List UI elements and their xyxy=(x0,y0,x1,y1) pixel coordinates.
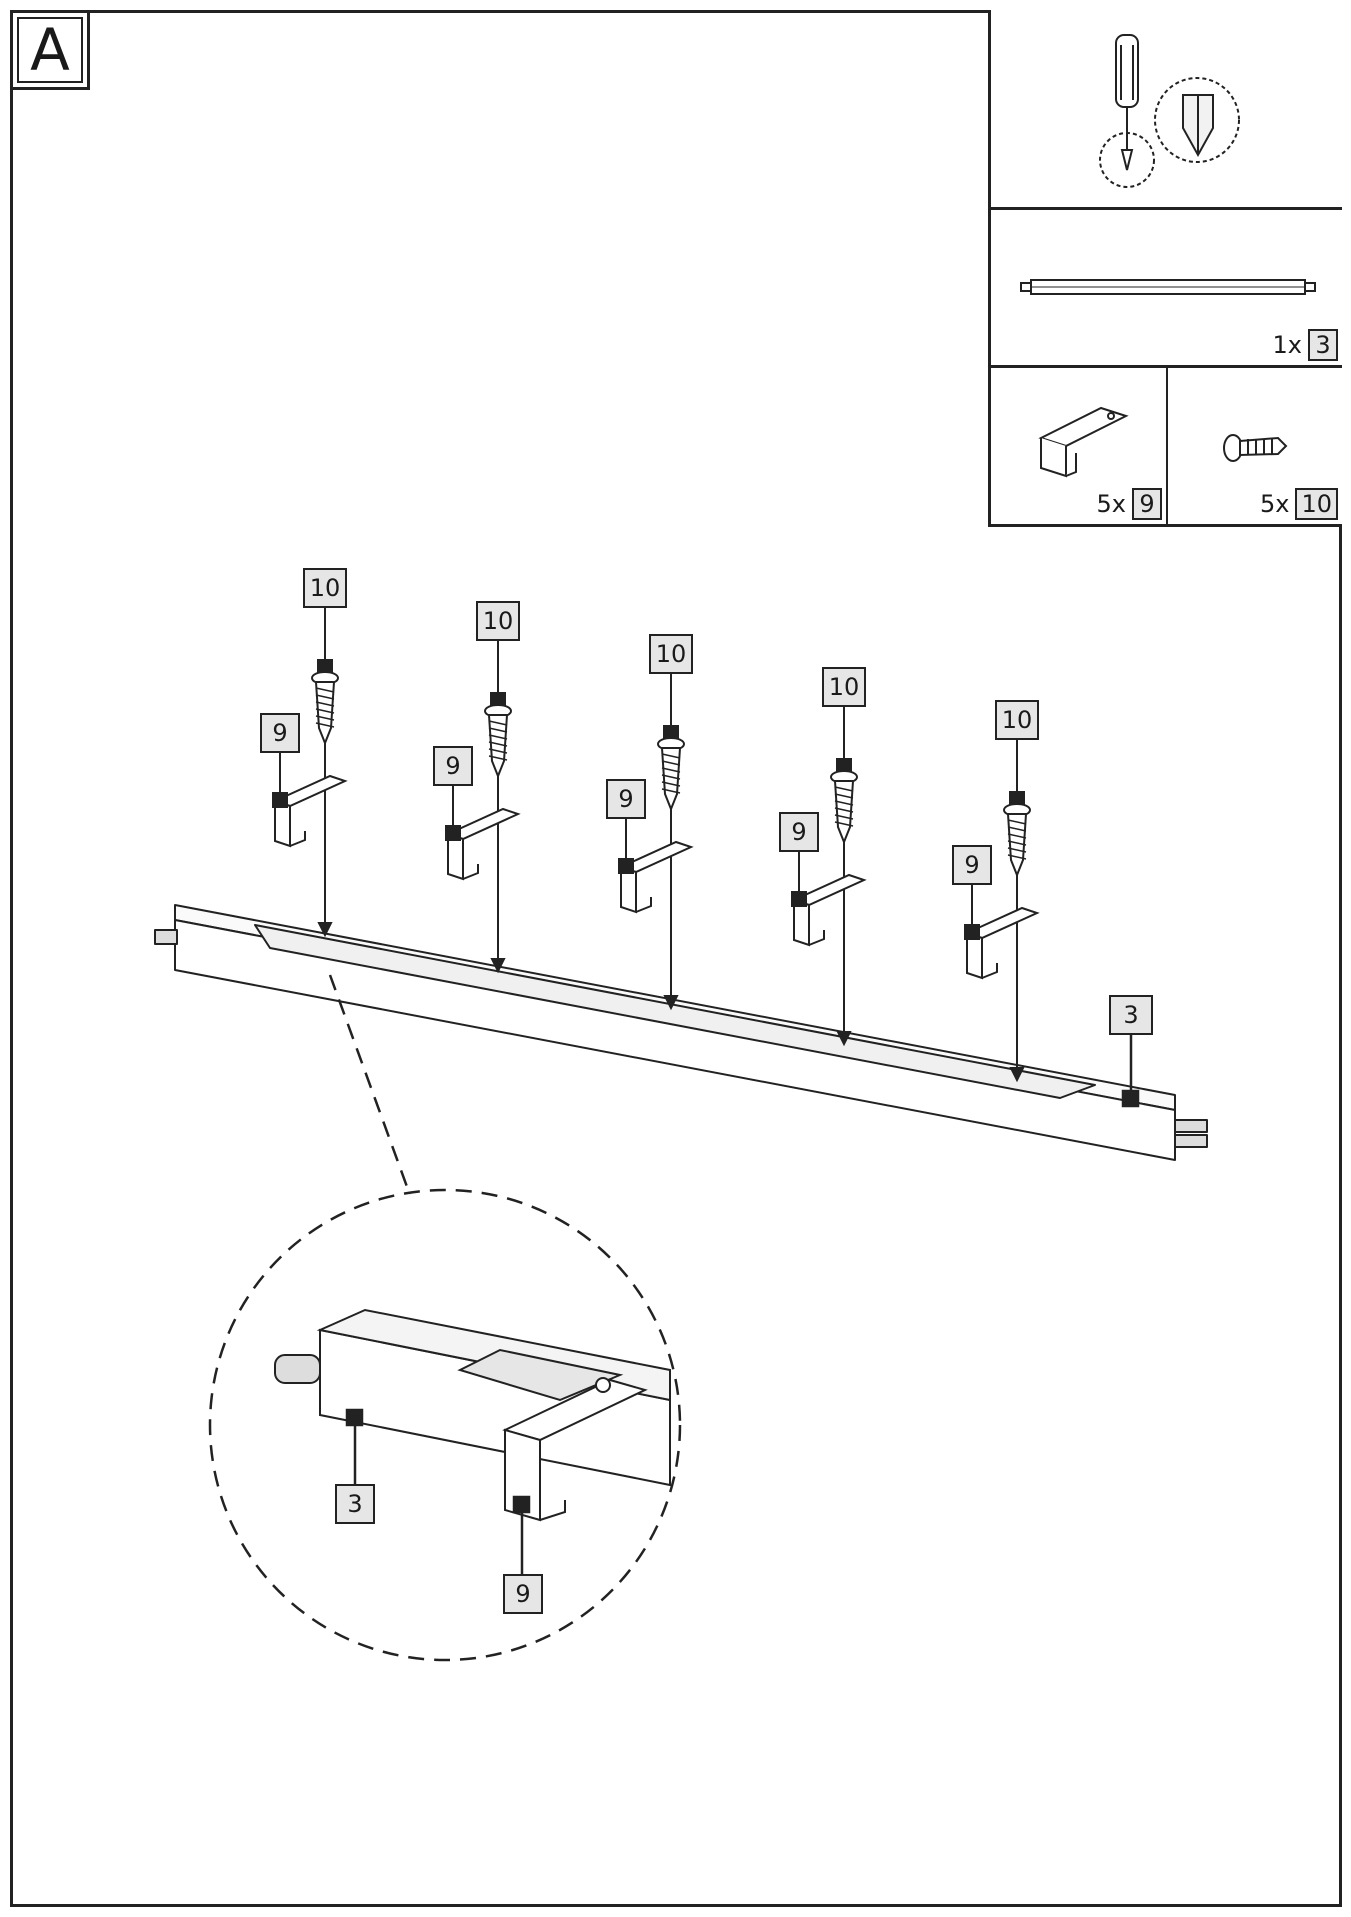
detail-view xyxy=(274,1308,671,1522)
bracket-label: 9 xyxy=(779,812,819,852)
screw-bracket-assembly xyxy=(445,641,521,974)
screw-thread-line xyxy=(661,774,681,780)
screw-thread-line xyxy=(834,814,854,820)
bracket-label: 9 xyxy=(606,779,646,819)
screw-thread-line xyxy=(1007,840,1027,846)
screw-bracket-assembly xyxy=(618,674,694,1011)
bracket-part-icon xyxy=(1038,406,1129,478)
screw-thread-line xyxy=(488,748,508,754)
screw-thread-line xyxy=(488,727,508,733)
rail-count: 1x xyxy=(1272,331,1302,359)
bracket-foot-icon xyxy=(808,930,825,946)
screw-thread-line xyxy=(834,800,854,806)
detail-rail-label: 3 xyxy=(335,1484,375,1524)
screw-thread-line xyxy=(1007,847,1027,853)
rail-groove xyxy=(254,924,1096,1099)
screw-thread-line xyxy=(1007,819,1027,825)
screw-thread-line xyxy=(1007,854,1027,860)
bracket-foot-icon xyxy=(289,831,306,847)
screw-thread-line xyxy=(661,767,681,773)
bracket-count: 5x xyxy=(1096,490,1126,518)
rail-cell: 1x 3 xyxy=(988,210,1342,368)
bracket-foot-icon xyxy=(981,963,998,979)
screw-bracket-assembly xyxy=(791,707,867,1047)
detail-circle xyxy=(208,1188,682,1662)
screw-label: 10 xyxy=(476,601,520,641)
screw-thread-line xyxy=(488,755,508,761)
screw-count: 5x xyxy=(1259,490,1290,518)
rail-end-plug-right xyxy=(1174,1119,1208,1148)
bracket-label: 9 xyxy=(952,845,992,885)
screw-thread-line xyxy=(488,720,508,726)
screw-bracket-assembly xyxy=(272,608,348,938)
bracket-quantity: 5x 9 xyxy=(1097,488,1162,520)
screw-part-icon xyxy=(1223,434,1288,462)
screw-thread-line xyxy=(834,786,854,792)
bracket-foot-icon xyxy=(635,897,652,913)
screw-thread-line xyxy=(488,741,508,747)
screw-bracket-assembly xyxy=(964,740,1040,1083)
screw-part-number: 10 xyxy=(1295,488,1338,520)
tool-cell xyxy=(988,10,1342,210)
screw-thread-line xyxy=(661,788,681,794)
bracket-part-number: 9 xyxy=(1132,488,1162,520)
screw-thread-line xyxy=(661,753,681,759)
bracket-foot-icon xyxy=(462,864,479,880)
screw-thread-line xyxy=(488,734,508,740)
arrow-head xyxy=(317,922,333,938)
bracket-label: 9 xyxy=(260,713,300,753)
arrow-head xyxy=(490,958,506,974)
screw-thread-line xyxy=(315,694,335,700)
screw-thread-line xyxy=(1007,826,1027,832)
screw-thread-line xyxy=(315,715,335,721)
arrow-head xyxy=(836,1031,852,1047)
rail-part-icon xyxy=(1020,279,1316,295)
rail-label: 3 xyxy=(1109,995,1153,1035)
step-badge: A xyxy=(10,10,90,90)
screwdriver-icon xyxy=(1099,34,1240,188)
screw-thread-line xyxy=(315,722,335,728)
screw-thread-line xyxy=(315,708,335,714)
screw-cell: 5x 10 xyxy=(1168,368,1342,527)
bracket-cell: 5x 9 xyxy=(988,368,1168,527)
page-frame xyxy=(10,10,1342,1907)
screw-thread-line xyxy=(834,821,854,827)
bracket-label: 9 xyxy=(433,746,473,786)
screw-thread-line xyxy=(315,701,335,707)
arrow-head xyxy=(663,995,679,1011)
screw-thread-line xyxy=(1007,833,1027,839)
screw-thread-line xyxy=(661,781,681,787)
rail-end-plug-left xyxy=(154,929,178,945)
detail-bracket-label: 9 xyxy=(503,1574,543,1614)
screw-thread-line xyxy=(315,687,335,693)
detail-leader xyxy=(328,974,412,1196)
screw-quantity: 5x 10 xyxy=(1260,488,1338,520)
rail-quantity: 1x 3 xyxy=(1273,329,1338,361)
screw-label: 10 xyxy=(303,568,347,608)
screw-thread-line xyxy=(834,793,854,799)
screw-label: 10 xyxy=(649,634,693,674)
arrow-head xyxy=(1009,1067,1025,1083)
screw-thread-line xyxy=(661,760,681,766)
screw-label: 10 xyxy=(995,700,1039,740)
screw-thread-line xyxy=(834,807,854,813)
screw-label: 10 xyxy=(822,667,866,707)
rail-part-number: 3 xyxy=(1308,329,1338,361)
